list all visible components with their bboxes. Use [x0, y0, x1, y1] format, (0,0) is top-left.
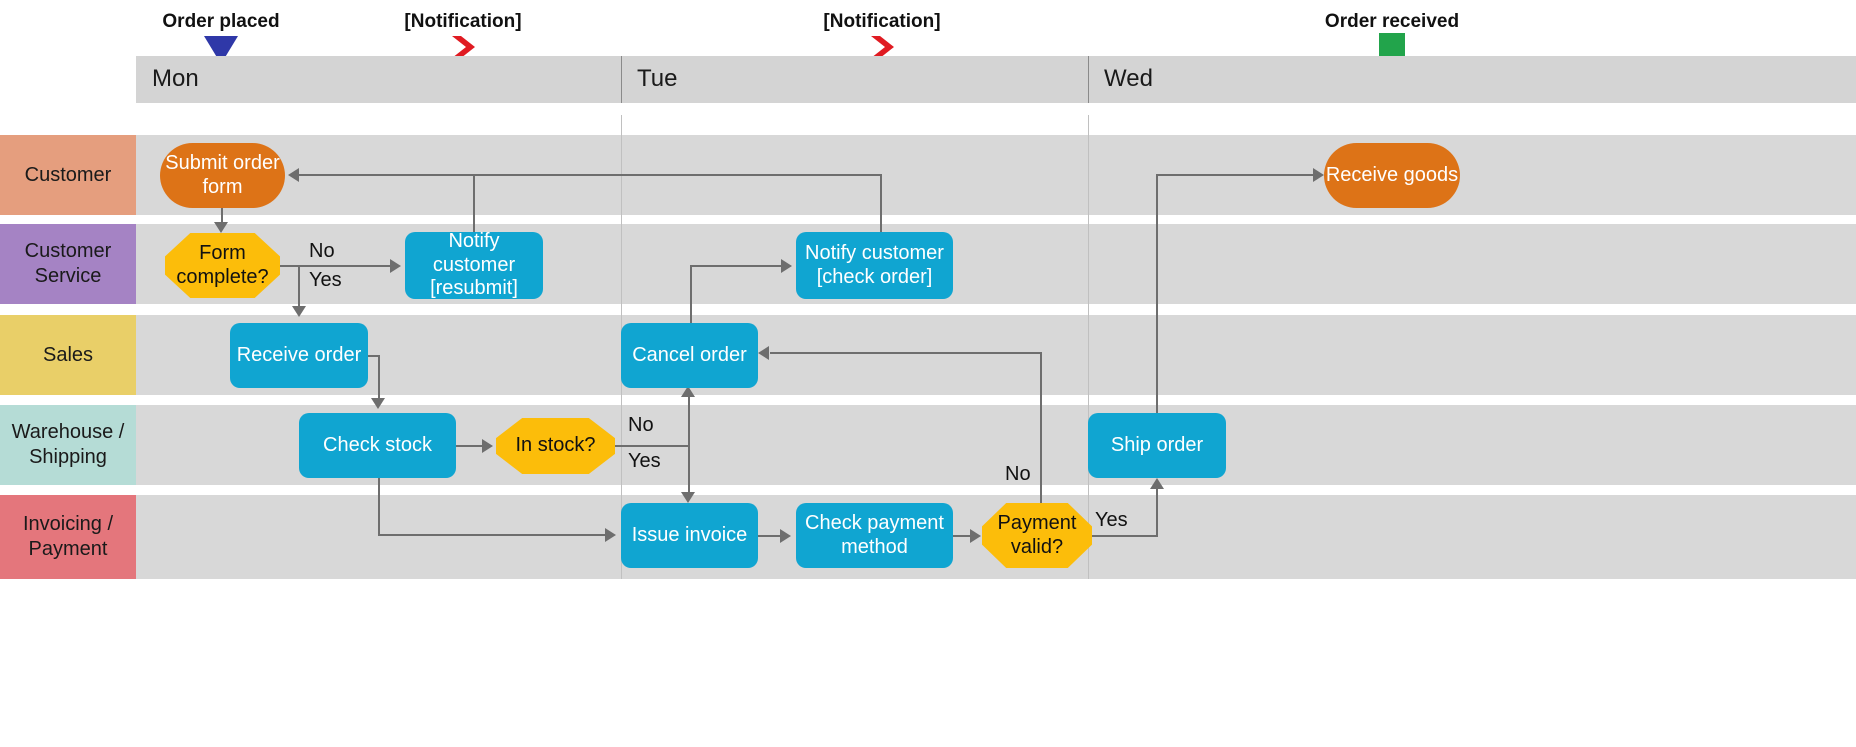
connector-submit-to-form-complete	[221, 208, 223, 227]
node-label: Form complete?	[176, 241, 269, 288]
lane-label: Customer	[24, 163, 112, 186]
timeline-day-label: Tue	[637, 65, 678, 92]
lane-body-sales	[136, 315, 1856, 395]
connector-ship-to-receive-goods	[1156, 174, 1320, 176]
timeline-divider	[1088, 56, 1089, 103]
node-label: Cancel order	[632, 343, 747, 366]
edge-label-stock-no: No	[628, 414, 654, 436]
chevron-right-icon	[867, 33, 897, 63]
connector-in-stock-branch	[615, 445, 690, 447]
milestone-label-order-received: Order received	[1324, 11, 1460, 32]
connector-check-payment-to-valid	[953, 535, 975, 537]
connector-payment-yes-up	[1156, 488, 1158, 536]
lane-label: Customer Service	[24, 240, 112, 287]
arrow-head	[371, 398, 385, 409]
lane-header-sales: Sales	[0, 315, 136, 395]
arrow-head	[781, 259, 792, 273]
connector-check-stock-to-invoice	[378, 534, 606, 536]
arrow-head	[681, 492, 695, 503]
connector-form-yes-stub	[280, 265, 300, 267]
node-notify-customer-resubmit[interactable]: Notify customer [resubmit]	[405, 230, 543, 300]
edge-label-stock-yes: Yes	[628, 450, 661, 472]
connector-in-stock-yes-down	[688, 445, 690, 495]
edge-label-form-yes: Yes	[309, 269, 342, 291]
timeline-day-label: Mon	[152, 65, 199, 92]
node-cancel-order[interactable]: Cancel order	[621, 323, 758, 388]
connector-cancel-to-notify-right	[690, 265, 783, 267]
milestone-label-notification-2: [Notification]	[823, 11, 941, 32]
edge-label-payment-no: No	[1005, 463, 1031, 485]
timeline-day-label: Wed	[1104, 65, 1153, 92]
lane-label: Invoicing / Payment	[22, 513, 114, 560]
node-label: Payment valid?	[997, 511, 1077, 558]
connector-check-stock-down	[378, 478, 380, 535]
connector-payment-no-left	[770, 352, 1042, 354]
connector-ship-order-up	[1156, 174, 1158, 414]
node-label: Notify customer [resubmit]	[430, 230, 518, 300]
node-label: Issue invoice	[631, 523, 748, 546]
node-label: Submit order form	[165, 151, 280, 198]
arrow-head	[1150, 478, 1164, 489]
milestone-label-notification-1: [Notification]	[404, 11, 522, 32]
connector-invoice-to-check-payment	[758, 535, 782, 537]
connector-form-no-to-notify-resubmit	[280, 265, 392, 267]
node-label: Notify customer [check order]	[805, 241, 944, 288]
arrow-head	[605, 528, 616, 542]
node-receive-goods[interactable]: Receive goods	[1324, 143, 1460, 208]
connector-notify-check-order-left	[299, 174, 881, 176]
connector-check-stock-to-in-stock	[456, 445, 484, 447]
connector-in-stock-no-up	[688, 396, 690, 446]
arrow-head	[970, 529, 981, 543]
edge-label-payment-yes: Yes	[1095, 509, 1128, 531]
connector-receive-order-stub	[368, 355, 380, 357]
connector-form-yes-down	[298, 265, 300, 309]
chevron-right-icon	[448, 33, 478, 63]
node-label: Check payment method	[805, 511, 944, 558]
node-in-stock[interactable]: In stock?	[496, 418, 615, 474]
connector-notify-resubmit-up	[473, 174, 475, 233]
node-payment-valid[interactable]: Payment valid?	[982, 503, 1092, 568]
node-notify-customer-check-order[interactable]: Notify customer [check order]	[796, 232, 953, 299]
timeline-divider	[621, 56, 622, 103]
node-ship-order[interactable]: Ship order	[1088, 413, 1226, 478]
milestone-label-order-placed: Order placed	[162, 11, 280, 32]
node-check-payment-method[interactable]: Check payment method	[796, 503, 953, 568]
connector-receive-order-down	[378, 355, 380, 401]
connector-payment-no-up	[1040, 352, 1042, 504]
connector-payment-yes-right	[1092, 535, 1158, 537]
arrow-head	[780, 529, 791, 543]
arrow-head	[482, 439, 493, 453]
lane-label: Sales	[42, 343, 94, 366]
arrow-head	[1313, 168, 1324, 182]
connector-notify-check-order-up	[880, 174, 882, 233]
connector-cancel-to-notify-up	[690, 265, 692, 325]
lane-header-customer-service: Customer Service	[0, 224, 136, 304]
node-label: In stock?	[515, 434, 596, 457]
node-submit-order-form[interactable]: Submit order form	[160, 143, 285, 208]
node-issue-invoice[interactable]: Issue invoice	[621, 503, 758, 568]
lane-label: Warehouse / Shipping	[11, 421, 125, 468]
node-label: Check stock	[323, 433, 432, 456]
node-receive-order[interactable]: Receive order	[230, 323, 368, 388]
arrow-head	[681, 386, 695, 397]
lane-header-customer: Customer	[0, 135, 136, 215]
node-form-complete[interactable]: Form complete?	[165, 233, 280, 298]
lane-header-warehouse: Warehouse / Shipping	[0, 405, 136, 485]
arrow-head	[758, 346, 769, 360]
arrow-head	[390, 259, 401, 273]
arrow-head	[288, 168, 299, 182]
edge-label-form-no: No	[309, 240, 335, 262]
node-label: Receive goods	[1325, 163, 1459, 186]
timeline-day-tue: Tue	[621, 56, 1088, 103]
arrow-head	[292, 306, 306, 317]
node-label: Receive order	[236, 343, 362, 366]
timeline-header: Mon Tue Wed	[136, 56, 1856, 103]
arrow-head	[214, 222, 228, 233]
timeline-day-wed: Wed	[1088, 56, 1856, 103]
lane-header-invoicing: Invoicing / Payment	[0, 495, 136, 579]
node-label: Ship order	[1110, 433, 1204, 456]
node-check-stock[interactable]: Check stock	[299, 413, 456, 478]
timeline-day-mon: Mon	[136, 56, 621, 103]
lane-gridline-wed	[1088, 115, 1089, 579]
